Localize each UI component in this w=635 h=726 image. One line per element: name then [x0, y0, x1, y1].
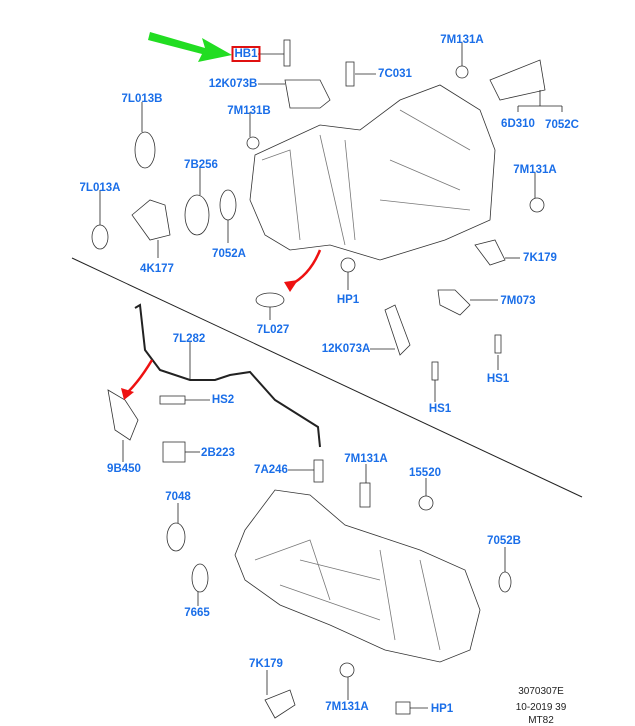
callout-7m131a-right[interactable]: 7M131A	[513, 164, 557, 176]
bracket-7m073	[437, 289, 471, 316]
plug-7k179-bottom	[264, 689, 296, 719]
part-7c031	[345, 61, 355, 87]
green-pointer-arrow	[148, 32, 232, 62]
transmission-model: MT82	[528, 715, 554, 726]
lower-transmission-case	[234, 489, 481, 663]
callout-7052b[interactable]: 7052B	[487, 535, 521, 547]
plug-hp1-bottom	[395, 701, 411, 715]
callout-4k177[interactable]: 4K177	[140, 263, 174, 275]
seal-7052a	[219, 189, 237, 221]
callout-7052a[interactable]: 7052A	[212, 248, 246, 260]
callout-7l013a[interactable]: 7L013A	[79, 182, 121, 194]
upper-transmission-case	[249, 84, 496, 261]
callout-7052c[interactable]: 7052C	[545, 119, 579, 131]
section-divider	[71, 257, 583, 498]
callout-hp1-upper[interactable]: HP1	[336, 294, 360, 306]
bracket-9b450	[107, 389, 139, 441]
callout-2b223[interactable]: 2B223	[201, 447, 235, 459]
bolt-hb1	[283, 39, 291, 67]
callout-7c031[interactable]: 7C031	[378, 68, 412, 80]
callout-6d310[interactable]: 6D310	[501, 118, 535, 130]
callout-7b256[interactable]: 7B256	[184, 159, 218, 171]
clip-2b223	[162, 441, 186, 463]
seal-7048	[166, 522, 186, 552]
seal-7052b	[498, 571, 512, 593]
illustration-code: 3070307E	[518, 686, 564, 697]
callout-7l013b[interactable]: 7L013B	[121, 93, 163, 105]
callout-7m073[interactable]: 7M073	[500, 295, 536, 307]
callout-7l282[interactable]: 7L282	[172, 333, 206, 345]
callout-7m131b[interactable]: 7M131B	[227, 105, 271, 117]
callout-7l027[interactable]: 7L027	[256, 324, 290, 336]
plug-7m131a	[455, 65, 469, 79]
tube-7l282	[134, 303, 321, 448]
callout-12k073b[interactable]: 12K073B	[208, 78, 258, 90]
callout-7k179-bottom[interactable]: 7K179	[249, 658, 283, 670]
bolt-hs2	[159, 395, 186, 405]
callout-7048[interactable]: 7048	[165, 491, 191, 503]
callout-15520[interactable]: 15520	[409, 467, 441, 479]
housing-4k177	[131, 199, 171, 241]
callout-12k073a[interactable]: 12K073A	[321, 343, 371, 355]
sensor-15520	[418, 495, 434, 511]
bolt-hs1b	[431, 361, 439, 381]
plug-7m131b	[246, 136, 260, 150]
plug-7m131a-bottom	[339, 662, 355, 678]
sensor-12k073a	[384, 304, 411, 356]
nut-7l013a	[91, 224, 109, 250]
bolt-hs1	[494, 334, 502, 354]
ring-7l013b	[134, 131, 156, 169]
callout-7a246[interactable]: 7A246	[254, 464, 288, 476]
bearing-7b256	[184, 194, 210, 236]
cover-6d310	[489, 59, 546, 101]
callout-7m131a-mid[interactable]: 7M131A	[344, 453, 388, 465]
callout-hs2[interactable]: HS2	[211, 394, 235, 406]
illustration-date: 10-2019 39	[515, 702, 567, 713]
washer-7l027	[255, 292, 285, 308]
connector-7a246	[313, 459, 324, 483]
callout-7m131a-top[interactable]: 7M131A	[440, 34, 484, 46]
callout-7m131a-bottom[interactable]: 7M131A	[325, 701, 369, 713]
callout-hp1-bottom[interactable]: HP1	[430, 703, 454, 715]
callout-hb1[interactable]: HB1	[231, 46, 261, 62]
red-arrow-bracket	[127, 359, 154, 393]
plug-7m131a-mid	[359, 482, 371, 508]
callout-hs1-right[interactable]: HS1	[486, 373, 510, 385]
callout-7k179-upper[interactable]: 7K179	[523, 252, 557, 264]
callout-9b450[interactable]: 9B450	[107, 463, 141, 475]
ring-7665	[191, 563, 209, 593]
red-arrow-washer	[289, 249, 322, 287]
plug-hp1	[340, 257, 356, 273]
callout-hs1-left[interactable]: HS1	[428, 403, 452, 415]
sensor-12k073b	[284, 79, 331, 109]
plug-7m131a-right	[529, 197, 545, 213]
plug-7k179	[474, 239, 506, 266]
callout-7665[interactable]: 7665	[184, 607, 210, 619]
